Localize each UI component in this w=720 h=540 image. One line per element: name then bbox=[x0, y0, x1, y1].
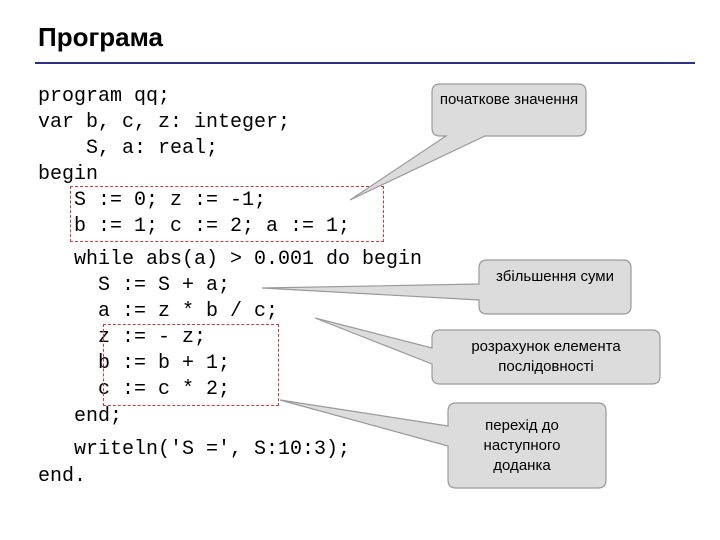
code-line-5: S := 0; z := -1; bbox=[38, 189, 267, 212]
code-line-11: b := b + 1; bbox=[38, 352, 231, 375]
code-line-15: end. bbox=[38, 465, 87, 488]
callout-initial-bubble bbox=[349, 83, 587, 201]
code-line-9: a := z * b / c; bbox=[38, 300, 279, 323]
init-highlight-box bbox=[70, 186, 384, 242]
callout-increase-bubble bbox=[261, 259, 632, 315]
code-line-4: begin bbox=[38, 163, 99, 186]
code-line-13: end; bbox=[38, 405, 123, 428]
code-line-10: z := - z; bbox=[38, 326, 207, 349]
code-line-7: while abs(a) > 0.001 do begin bbox=[38, 248, 423, 271]
code-line-2: var b, c, z: integer; bbox=[38, 111, 291, 134]
code-line-12: c := c * 2; bbox=[38, 378, 231, 401]
page-title: Програма bbox=[38, 22, 163, 52]
callout-element-text: розрахунок елемента послідовності bbox=[471, 338, 621, 375]
code-line-6: b := 1; c := 2; a := 1; bbox=[38, 215, 351, 238]
callout-increase-text: збільшення суми bbox=[496, 268, 614, 285]
callout-next-bubble bbox=[279, 399, 607, 489]
code-line-3: S, a: real; bbox=[38, 137, 219, 160]
loop-body-highlight-box bbox=[103, 324, 279, 406]
code-line-14: writeln('S =', S:10:3); bbox=[38, 438, 351, 461]
callout-next-text: перехід до наступного доданка bbox=[483, 417, 561, 474]
callout-initial-text: початкове значення bbox=[439, 91, 579, 108]
title-underline bbox=[35, 62, 695, 64]
callout-element-bubble bbox=[314, 317, 661, 385]
code-line-1: program qq; bbox=[38, 85, 171, 108]
code-line-8: S := S + a; bbox=[38, 274, 231, 297]
